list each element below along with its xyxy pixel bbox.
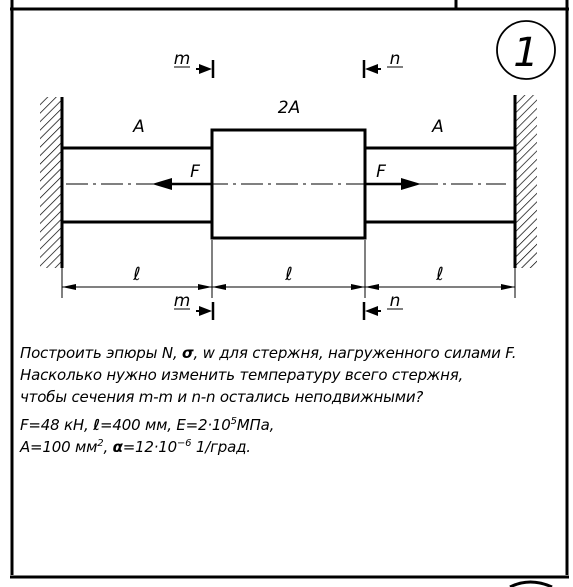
given-line-2: A=100 мм2, α=12·10−6 1/град. [20,438,251,456]
problem-number: 1 [513,30,538,76]
area-label-center: 2A [278,98,300,118]
dimension-label-1: ℓ [132,264,140,285]
area-label-right: A [431,117,444,137]
section-label-m-bottom: m [174,291,191,311]
force-label-left: F [190,162,200,182]
left-wall-support [40,97,64,268]
dimension-label-2: ℓ [284,264,292,285]
section-label-m-top: m [174,49,191,69]
force-arrow-right [365,178,421,190]
right-wall-support [513,95,537,268]
given-line-1: F=48 кН, ℓ=400 мм, E=2·105МПа, [20,416,275,434]
sigma-symbol: σ [182,344,194,362]
dimension-lines [61,240,516,298]
task-line-3: чтобы сечения m-m и n-n остались неподви… [20,388,424,406]
section-label-n-bottom: n [390,291,401,311]
section-mark-m-top: m [174,49,215,78]
section-label-n-top: n [390,49,401,69]
force-arrow-left [152,178,212,190]
problem-text: Построить эпюры N, σ, w для стержня, наг… [20,342,568,458]
problem-number-badge: 1 [496,20,556,80]
dimension-label-3: ℓ [435,264,443,285]
force-label-right: F [376,162,386,182]
card-frame [10,0,569,587]
task-line-2: Насколько нужно изменить температуру все… [20,366,464,384]
length-symbol: ℓ [93,416,101,434]
task-line-1: Построить эпюры N, σ, w для стержня, наг… [20,344,517,362]
area-label-left: A [132,117,145,137]
alpha-symbol: α [112,438,123,456]
stepped-rod [62,128,515,240]
section-mark-n-top: n [362,49,403,78]
section-mark-m-bottom: m [174,291,215,320]
section-mark-n-bottom: n [362,291,403,320]
